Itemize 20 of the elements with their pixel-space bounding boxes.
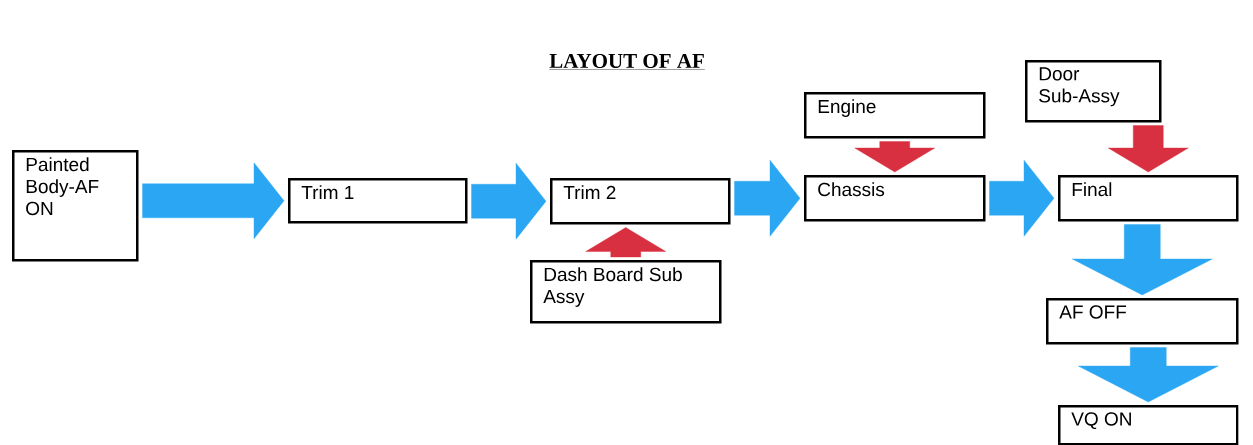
block-arrow [854, 141, 935, 173]
process-box: VQ ON [1058, 405, 1239, 445]
title: LAYOUT OF AF [549, 53, 705, 70]
process-box: Trim 1 [288, 178, 468, 224]
process-box: Painted Body-AF ON [12, 150, 139, 262]
process-box: Engine [804, 92, 986, 139]
process-box: AF OFF [1046, 298, 1239, 345]
block-arrow [142, 162, 285, 239]
process-box: Dash Board Sub Assy [530, 260, 722, 324]
block-arrow [989, 160, 1055, 237]
block-arrow [471, 163, 547, 240]
block-arrow [585, 227, 666, 258]
block-arrow [734, 160, 801, 237]
block-arrow [1078, 347, 1219, 403]
process-box: Chassis [804, 175, 986, 222]
block-arrow [1108, 125, 1189, 173]
process-box: Final [1058, 175, 1239, 222]
block-arrow [1072, 224, 1213, 296]
process-box: Trim 2 [550, 178, 731, 225]
process-box: Door Sub-Assy [1025, 60, 1162, 123]
